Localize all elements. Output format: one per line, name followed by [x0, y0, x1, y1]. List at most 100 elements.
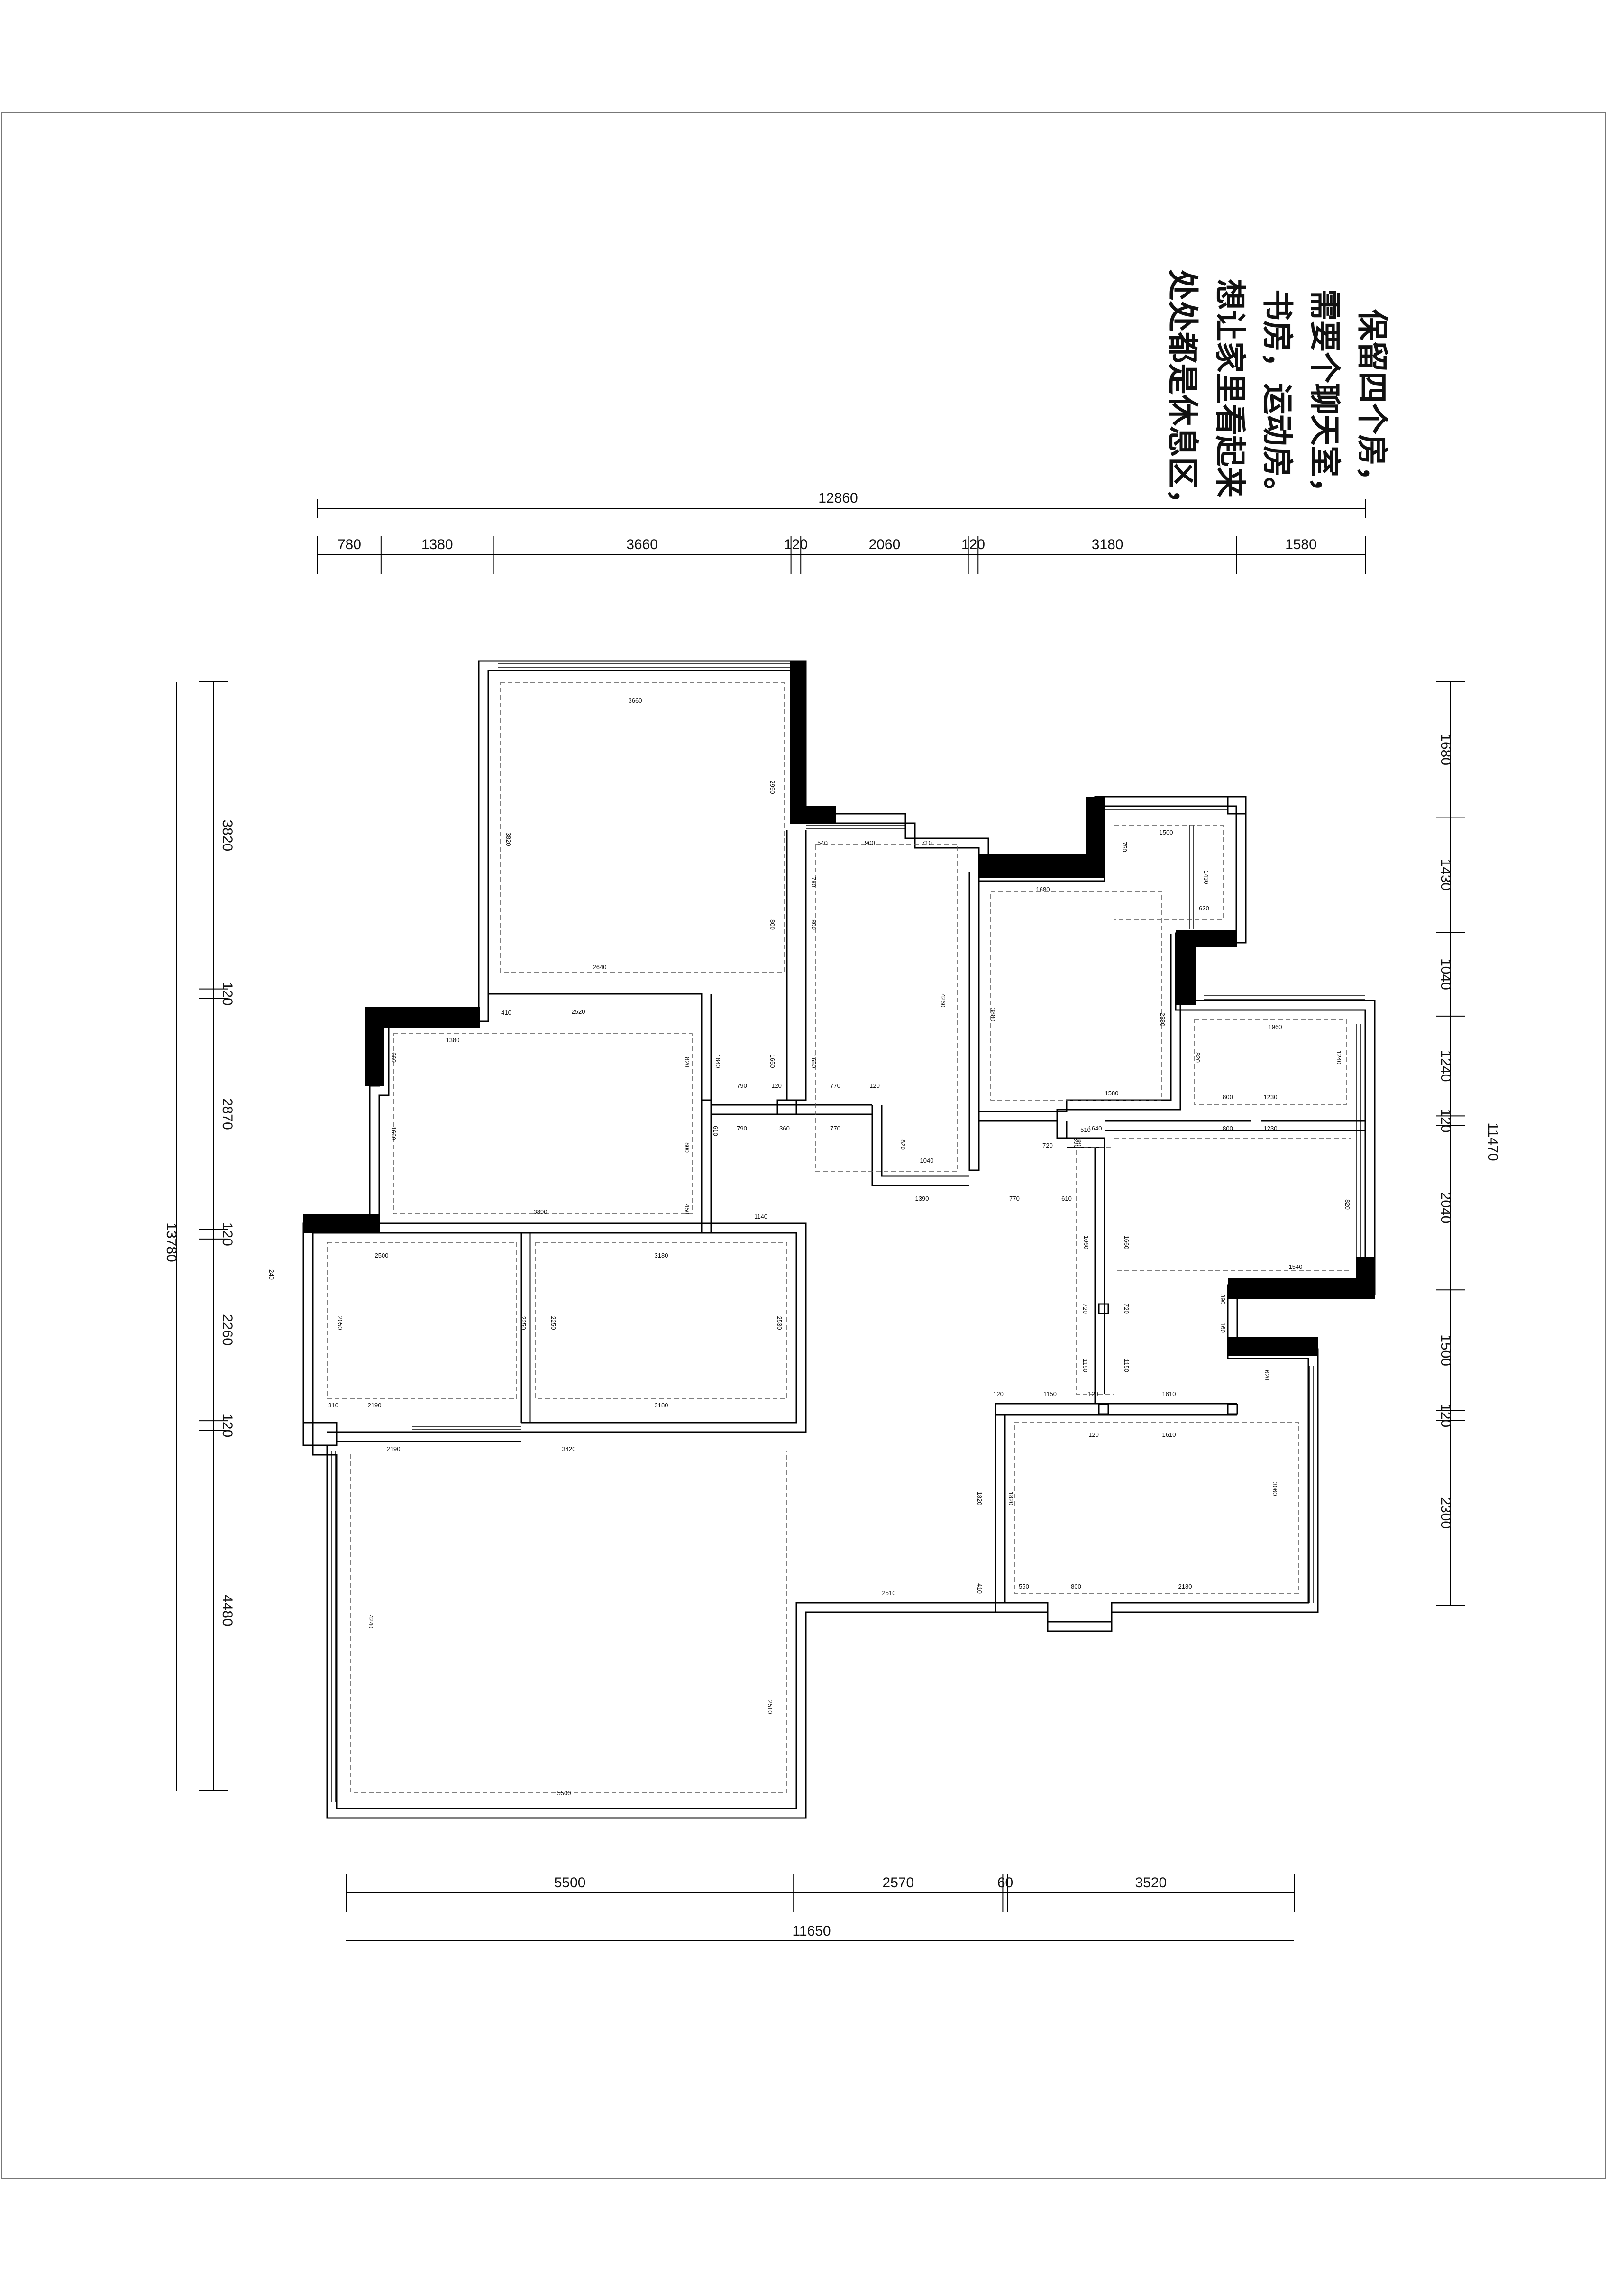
partition-living-top: [327, 1431, 521, 1442]
room-dimension-label: 800: [810, 919, 817, 930]
room-dimension-label: 1580: [1105, 1090, 1119, 1097]
room-dimension-label: 240: [268, 1269, 275, 1280]
room-dimension-label: 1660: [1083, 1236, 1090, 1249]
room-dimension-label: 1150: [1123, 1359, 1130, 1372]
room-dimension-label: 720: [1123, 1304, 1130, 1314]
room-dimension-label: 1820: [976, 1492, 983, 1506]
room-dimension-label: 1540: [1289, 1263, 1303, 1270]
room-dimension-label: 790: [737, 1125, 747, 1132]
room-dimension-label: 1660: [1123, 1236, 1130, 1249]
room-dimension-label: 1840: [714, 1055, 721, 1068]
room-dimension-label: 820: [1344, 1199, 1351, 1210]
dim-top-1: 1380: [421, 537, 453, 552]
dim-left-0: 3820: [219, 819, 235, 851]
dim-top-0: 780: [338, 537, 361, 552]
structural-walls: [303, 661, 1375, 1356]
room-dimension-label: 2520: [572, 1008, 585, 1015]
room-dimension-label: 610: [1061, 1195, 1072, 1202]
room-dimension-label: 780: [810, 877, 817, 887]
room-dimension-label: 720: [1042, 1142, 1053, 1149]
room-dimension-label: 540: [817, 839, 828, 846]
column-detail: [302, 1422, 338, 1446]
column-detail: [776, 1099, 797, 1115]
room-dimension-label: 3880: [989, 1008, 996, 1022]
room-dimension-label: 800: [684, 1142, 691, 1153]
room-dimension-label: 3180: [655, 1402, 668, 1409]
room-dimension-label: 120: [771, 1082, 782, 1089]
room-dimension-label: 1380: [446, 1037, 460, 1044]
room-dimension-label: 790: [737, 1082, 747, 1089]
dim-top-7: 1580: [1285, 537, 1317, 552]
room-dimension-label: 770: [1009, 1195, 1020, 1202]
room-dimension-label: 1660: [390, 1127, 397, 1140]
design-note: 保留四个房， 需要个聊天室， 书房，运动房。 想让家里看起来 处处都是休息区，: [1165, 269, 1390, 520]
room-dimension-label: 310: [328, 1402, 338, 1409]
room-dimension-label: 1610: [1162, 1390, 1176, 1397]
column-detail: [1227, 1404, 1238, 1415]
partition-rooms-divider: [520, 1233, 531, 1423]
room-dimension-label: 1650: [810, 1055, 817, 1068]
room-dimension-label: 820: [899, 1139, 906, 1150]
note-line-1: 保留四个房，: [1355, 309, 1390, 497]
dim-left-total: 13780: [164, 1222, 179, 1262]
dim-top-total: 12860: [818, 490, 858, 506]
room-dimension-label: 620: [1263, 1370, 1270, 1380]
partition-right-bedroom-north: [1105, 1120, 1365, 1131]
room-dimension-label: 3420: [562, 1445, 576, 1452]
partition-bath-south: [871, 1105, 969, 1186]
room-dimension-label: 410: [976, 1583, 983, 1594]
room-dimension-label: 1140: [754, 1213, 767, 1220]
room-dimension-label: 900: [865, 839, 875, 846]
dim-right-2: 1040: [1438, 958, 1453, 990]
partition-corridor-top: [711, 1104, 872, 1115]
room-dimension-label: 800: [769, 919, 776, 930]
room-dimension-label: 1150: [1082, 1359, 1089, 1372]
room-dimension-label: 1430: [1203, 871, 1210, 884]
room-dimension-label: 2050: [337, 1316, 344, 1330]
dim-right-total: 11470: [1485, 1122, 1501, 1161]
dim-bottom-2: 60: [997, 1875, 1013, 1891]
room-dimension-label: 610: [712, 1126, 719, 1136]
note-line-4: 想让家里看起来: [1213, 279, 1248, 498]
room-dimension-label: 390: [1073, 1138, 1080, 1148]
dim-right-6: 1500: [1438, 1334, 1453, 1366]
partition-master-bedroom-south: [488, 993, 703, 1233]
partition-bedroom3-north: [995, 1403, 1237, 1416]
room-dimension-label: 1960: [1269, 1023, 1282, 1030]
room-dimension-label: 2510: [882, 1589, 896, 1597]
room-dimension-label: 2530: [776, 1316, 783, 1330]
dim-top-6: 3180: [1092, 537, 1123, 552]
partition-corridor-right: [1094, 1148, 1105, 1404]
room-dimension-label: 3180: [655, 1252, 668, 1259]
dim-top-2: 3660: [626, 537, 658, 552]
room-dimension-label: 1230: [1264, 1125, 1278, 1132]
room-dimension-label: 5500: [557, 1790, 571, 1797]
interior-dimension-guides: [327, 682, 1351, 1793]
room-dimension-label: 1390: [915, 1195, 929, 1202]
partition-living-north: [303, 1222, 807, 1433]
room-dimension-label: 720: [1082, 1304, 1089, 1314]
dimension-lines: [176, 499, 1479, 1941]
dim-left-2: 2870: [219, 1098, 235, 1130]
column-detail: [1098, 1303, 1109, 1314]
partition-bedroom3-west: [995, 1404, 1006, 1612]
dim-left-3: 120: [219, 1222, 235, 1246]
dim-left-1: 120: [219, 982, 235, 1006]
room-dimension-label: 410: [501, 1009, 511, 1016]
dim-bottom-3: 3520: [1135, 1875, 1167, 1891]
drawing-frame: [1, 112, 1606, 2179]
room-dimension-label: 2190: [387, 1445, 401, 1452]
room-dimension-label: 510: [1080, 1126, 1091, 1133]
room-dimension-label: 630: [1199, 905, 1209, 912]
room-dimension-label: 2510: [767, 1700, 774, 1714]
room-dimension-label: 710: [922, 839, 932, 846]
room-dimension-label: 3060: [1271, 1482, 1278, 1496]
dim-right-1: 1430: [1438, 859, 1453, 891]
room-dimension-label: 820: [1194, 1052, 1201, 1063]
room-dimension-label: 160: [1219, 1322, 1226, 1333]
room-dimension-label: 2990: [769, 781, 776, 794]
room-dimension-label: 770: [830, 1082, 840, 1089]
dim-right-0: 1680: [1438, 734, 1453, 765]
